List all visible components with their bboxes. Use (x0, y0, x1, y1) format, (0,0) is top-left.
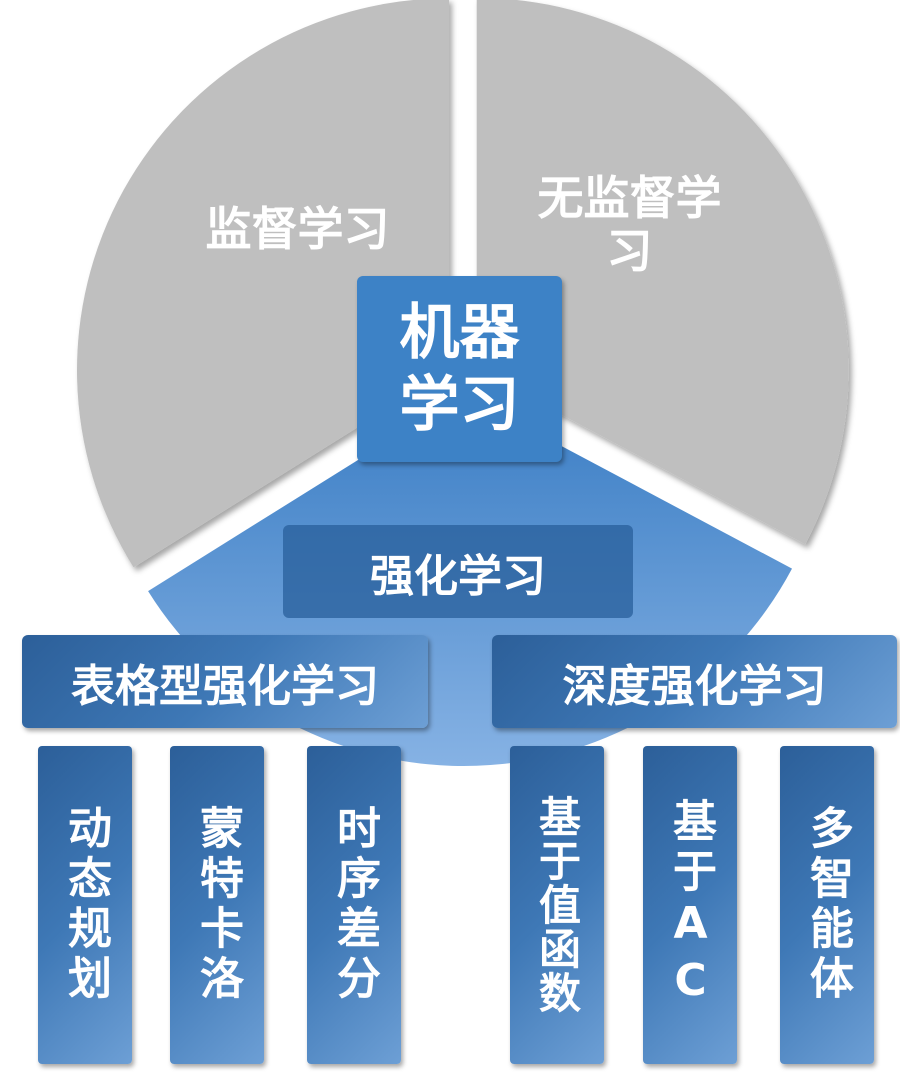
multi-agent-box: 多智能体 (780, 746, 874, 1064)
unsupervised-label: 无监督学习 (537, 171, 722, 278)
tabular-rl-box: 表格型强化学习 (22, 635, 428, 728)
dynamic-programming-box: 动态规划 (38, 746, 132, 1064)
reinforcement-learning-box: 强化学习 (283, 525, 633, 618)
actor-critic-box: 基于AC (643, 746, 737, 1064)
machine-learning-box: 机器学习 (357, 276, 562, 462)
value-based-box: 基于值函数 (510, 746, 604, 1064)
monte-carlo-box: 蒙特卡洛 (170, 746, 264, 1064)
supervised-slice (77, 0, 450, 568)
supervised-label: 监督学习 (205, 202, 390, 256)
deep-rl-box: 深度强化学习 (492, 635, 897, 728)
temporal-difference-box: 时序差分 (307, 746, 401, 1064)
unsupervised-slice (476, 0, 849, 545)
